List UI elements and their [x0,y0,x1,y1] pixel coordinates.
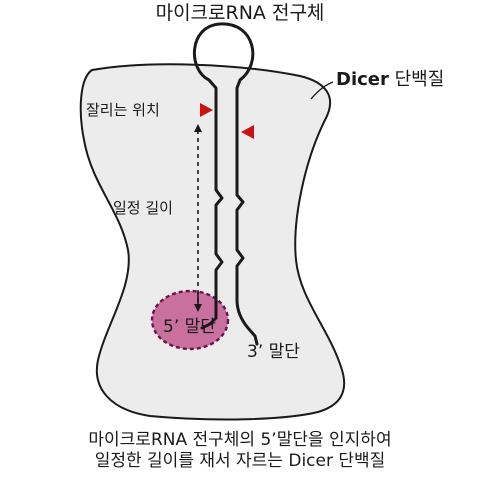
dicer-suffix: 단백질 [388,69,445,90]
five-end-label: 5’ 말단 [163,317,216,337]
caption-line-1: 마이크로RNA 전구체의 5’말단을 인지하여 [88,430,392,450]
cleavage-arrow-icon [200,103,213,117]
dicer-protein-label: Dicer 단백질 [336,71,444,89]
cleavage-site-label: 잘리는 위치 [86,101,160,119]
precursor-rna-strand [193,22,259,346]
dicer-leader-line [310,81,334,100]
caption-line-2: 일정한 길이를 재서 자르는 Dicer 단백질 [94,451,386,471]
dicer-name: Dicer [336,69,389,90]
five-end-pocket [150,289,230,351]
three-end-label: 3’ 말단 [247,342,300,362]
fixed-length-label: 일정 길이 [113,199,173,217]
caption: 마이크로RNA 전구체의 5’말단을 인지하여 일정한 길이를 재서 자르는 D… [0,430,480,472]
diagram-title: 마이크로RNA 전구체 [155,2,325,24]
dicer-protein-body [79,63,346,421]
cleavage-arrow-icon [241,125,254,139]
